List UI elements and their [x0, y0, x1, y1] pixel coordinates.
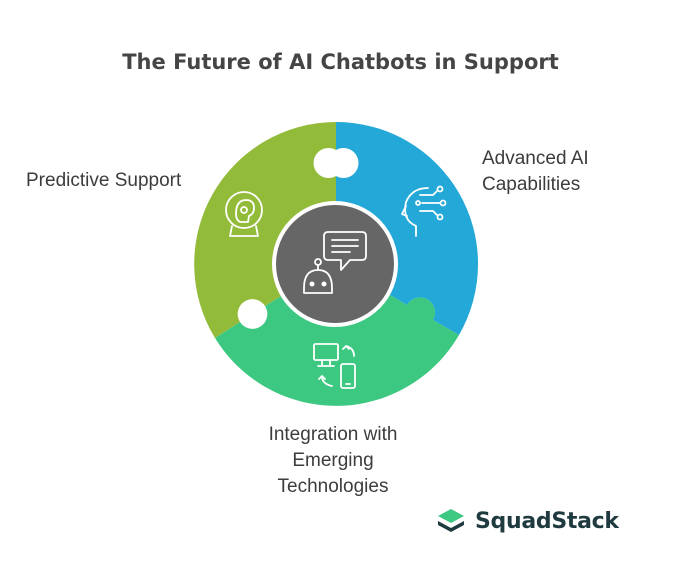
squadstack-logo-icon [438, 509, 464, 532]
label-advanced-ai: Advanced AI Capabilities [482, 146, 589, 198]
chatbot-icon [303, 231, 367, 294]
brand-logo: SquadStack [436, 503, 619, 539]
label-predictive-support: Predictive Support [26, 170, 182, 191]
devices-sync-icon [313, 343, 356, 389]
label-advanced-line-1: Advanced AI [482, 148, 589, 169]
label-integration-line-3: Technologies [277, 476, 389, 497]
ai-brain-circuit-icon [401, 185, 447, 237]
brand-name: SquadStack [475, 508, 619, 534]
label-integration: Integration with Emerging Technologies [226, 422, 440, 500]
label-advanced-line-2: Capabilities [482, 174, 581, 195]
page-title: The Future of AI Chatbots in Support [122, 50, 559, 74]
label-integration-line-1: Integration with [268, 424, 398, 445]
label-integration-line-2: Emerging [292, 450, 374, 471]
center-circle [272, 201, 398, 327]
ai-head-scan-icon [225, 191, 263, 237]
segment-integration [215, 263, 459, 406]
